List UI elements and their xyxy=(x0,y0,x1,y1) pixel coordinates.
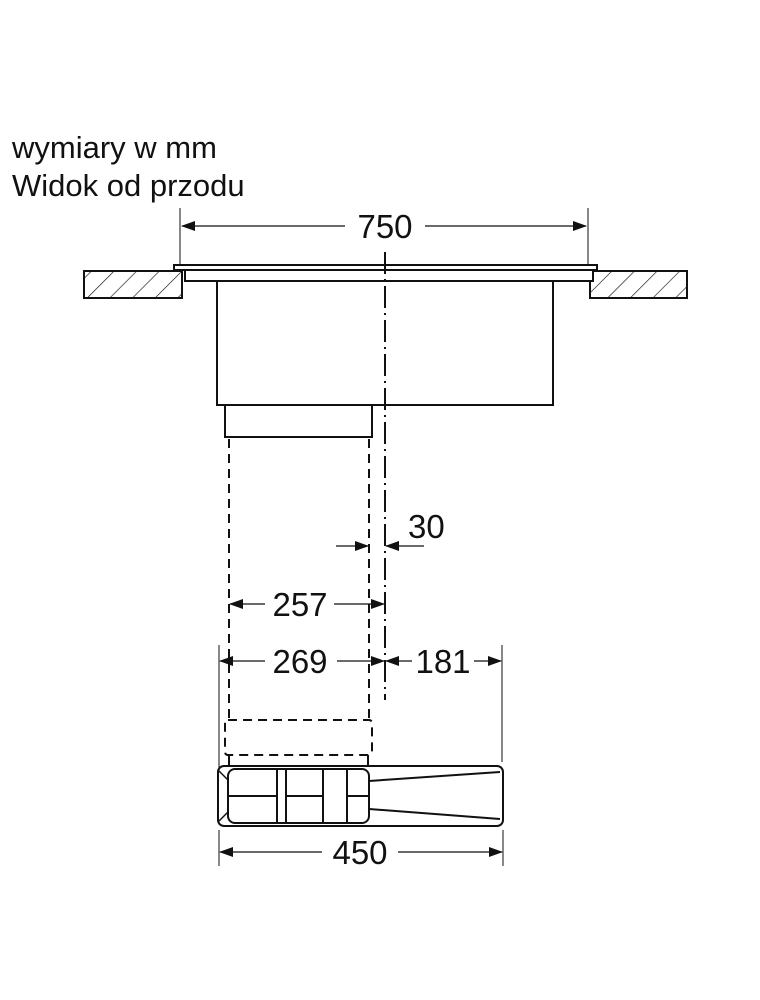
dimension-label-450: 450 xyxy=(332,834,387,871)
recirculation-unit xyxy=(217,765,504,827)
dimension-label-750: 750 xyxy=(357,208,412,245)
dimension-450: 450 xyxy=(218,830,504,871)
view-label: Widok od przodu xyxy=(12,168,245,203)
worktop-left xyxy=(83,270,183,299)
dimension-label-257: 257 xyxy=(272,586,327,623)
dimension-label-30: 30 xyxy=(408,508,445,545)
dimension-750: 750 xyxy=(179,208,589,265)
dimension-label-181: 181 xyxy=(415,643,470,680)
hob-frame xyxy=(184,269,594,282)
extraction-outlet xyxy=(224,404,373,438)
dimension-269: 269 xyxy=(219,643,385,680)
dimension-30: 30 xyxy=(336,508,445,551)
duct-adapter-outline xyxy=(224,719,373,756)
dimension-257: 257 xyxy=(229,586,385,623)
dimension-label-269: 269 xyxy=(272,643,327,680)
units-note: wymiary w mm xyxy=(11,130,217,165)
dimension-181: 181 xyxy=(385,643,502,680)
worktop-right xyxy=(589,270,688,299)
